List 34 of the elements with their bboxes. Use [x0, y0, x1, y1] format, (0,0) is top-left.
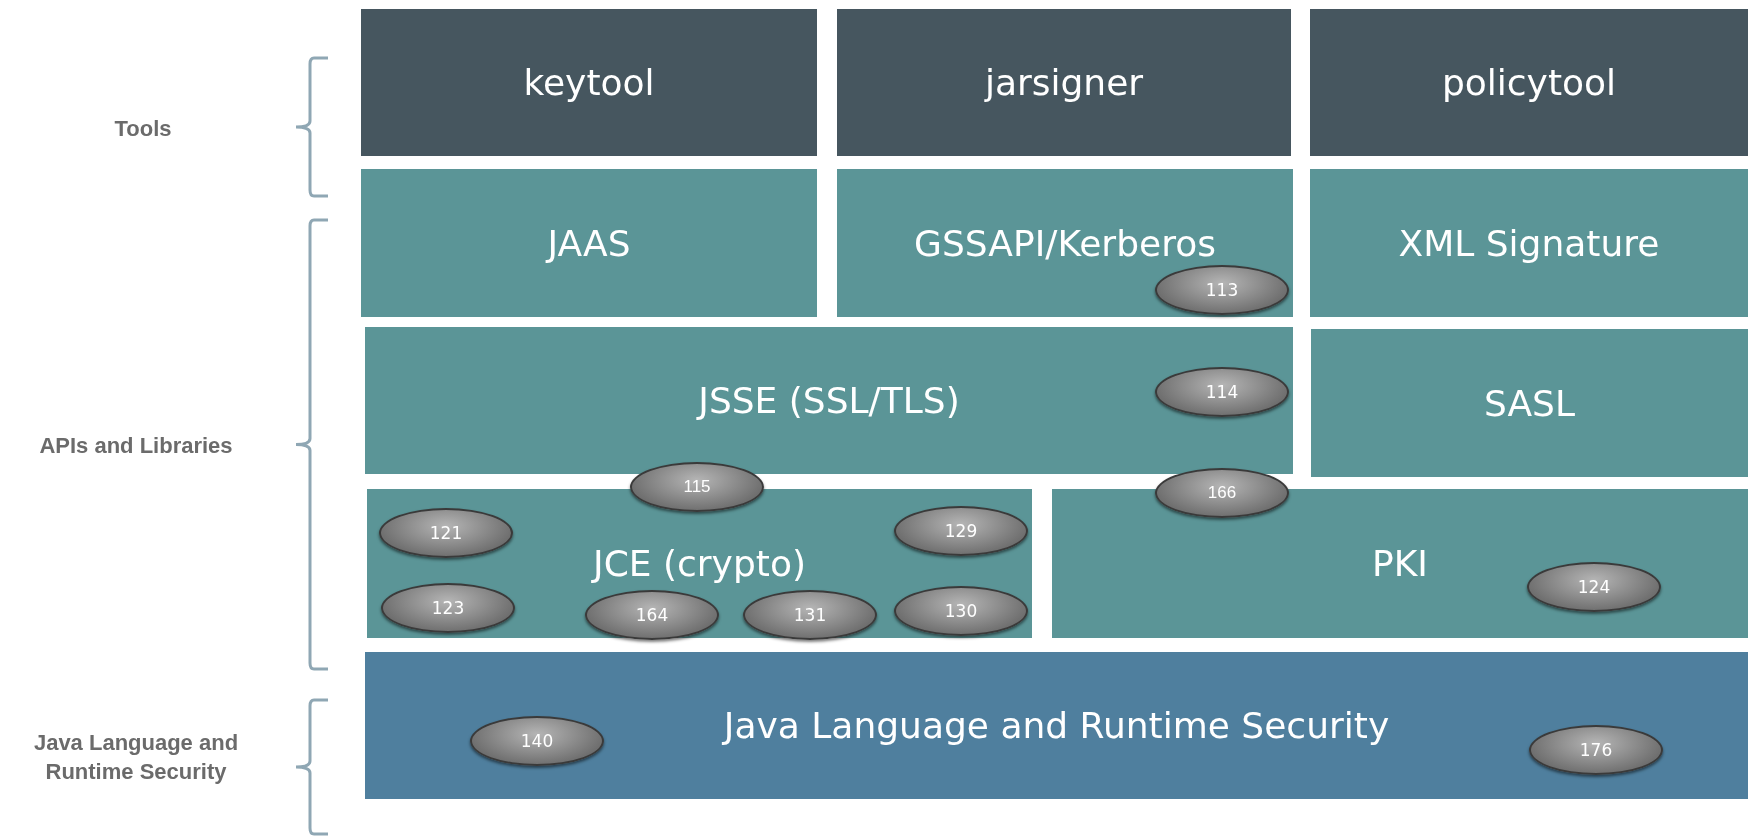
- api-box: [365, 327, 1293, 474]
- box-title: policytool: [1441, 62, 1617, 103]
- box-title: jarsigner: [984, 62, 1144, 103]
- tool-box: [1310, 9, 1748, 156]
- box-title: Java Language and Runtime Security: [723, 705, 1390, 746]
- api-box: [1311, 329, 1748, 477]
- number-oval: 123: [381, 583, 515, 633]
- api-box: [361, 169, 817, 317]
- box-title: JCE (crypto): [593, 543, 806, 584]
- api-box: [837, 169, 1293, 317]
- number-oval: 164: [585, 590, 719, 640]
- layer-label: Tools: [113, 114, 173, 143]
- box-title: keytool: [523, 62, 655, 103]
- tool-box: [837, 9, 1291, 156]
- layer-label: APIs and Libraries: [38, 431, 234, 460]
- box-title: SASL: [1483, 382, 1576, 424]
- number-oval: 121: [379, 508, 513, 558]
- number-oval: 114: [1155, 367, 1289, 417]
- box-title: PKI: [1372, 543, 1428, 584]
- tool-box: [361, 9, 817, 156]
- number-oval: 176: [1529, 725, 1663, 775]
- box-title: JAAS: [547, 222, 631, 264]
- box-title: JSSE (SSL/TLS): [698, 380, 960, 421]
- number-oval: 124: [1527, 562, 1661, 612]
- layer-label: Java Language and Runtime Security: [32, 729, 240, 786]
- number-oval: 129: [894, 506, 1028, 556]
- runtime-layer-box: [365, 652, 1748, 799]
- number-oval: 130: [894, 586, 1028, 636]
- box-title: GSSAPI/Kerberos: [914, 222, 1216, 264]
- number-oval: 131: [743, 590, 877, 640]
- api-box: [1310, 169, 1748, 317]
- number-oval: 113: [1155, 265, 1289, 315]
- box-title: XML Signature: [1398, 222, 1660, 264]
- number-oval: 140: [470, 716, 604, 766]
